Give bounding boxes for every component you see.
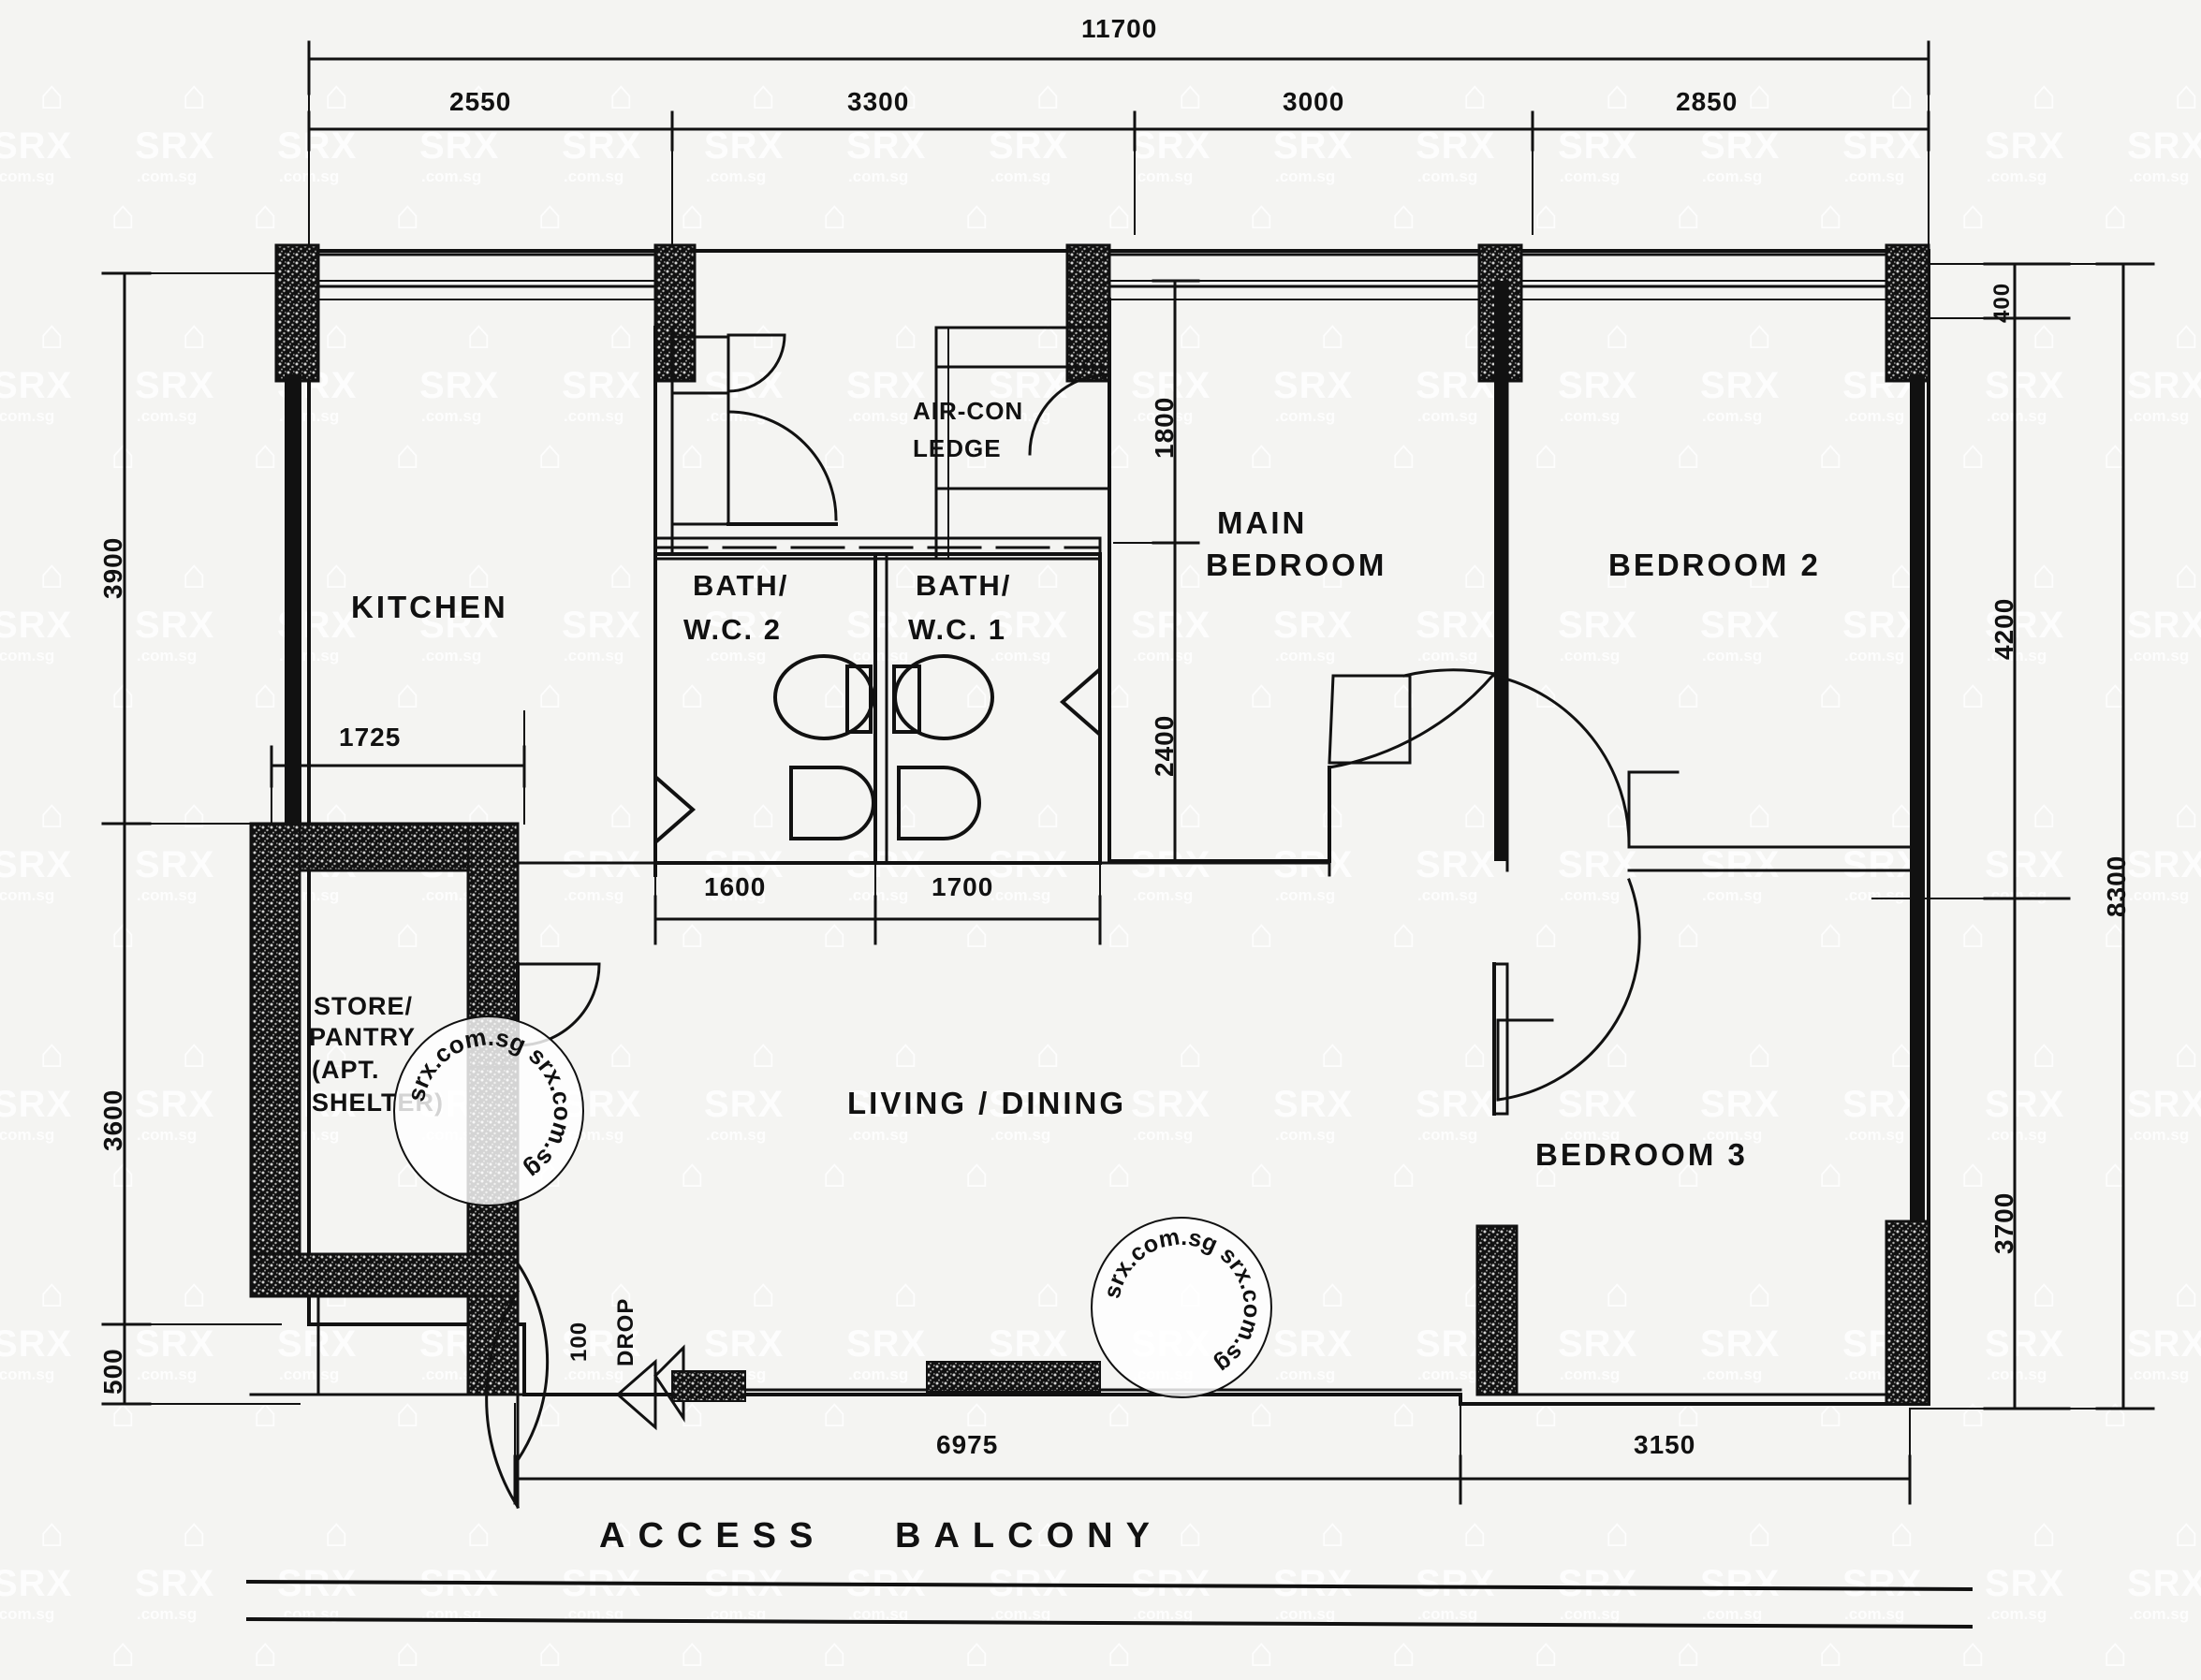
room-label-living-dining: LIVING / DINING [847,1086,1127,1120]
dim-bath-1700: 1700 [932,872,994,901]
room-label-bath-wc-1-line2: W.C. 1 [908,613,1007,646]
room-label-bath-wc-2-line1: BATH/ [693,569,789,602]
room-label-bedroom-2: BEDROOM 2 [1608,548,1821,582]
svg-text:srx.com.sg srx.com.sg: srx.com.sg srx.com.sg [1099,1223,1266,1378]
dim-kitchen-1725: 1725 [339,723,402,752]
dim-right-4200: 4200 [1989,597,2018,660]
dim-left-3600: 3600 [98,1088,127,1151]
dim-interior-1800: 1800 [1150,396,1179,459]
dim-left-3900: 3900 [98,536,127,599]
dim-right-3700: 3700 [1989,1191,2018,1254]
dim-right-8300: 8300 [2102,855,2131,917]
dim-bottom-3150: 3150 [1634,1430,1696,1459]
room-label-store-line1: STORE/ [314,992,414,1020]
dim-bottom-6975: 6975 [936,1430,999,1459]
dim-right-400: 400 [1989,282,2015,323]
dim-top-seg-1: 2550 [449,87,512,116]
room-label-store-line3: (APT. [312,1056,380,1084]
label-drop: DROP [613,1297,638,1366]
svg-text:srx.com.sg srx.com.sg: srx.com.sg srx.com.sg [402,1022,577,1184]
room-label-access-balcony: ACCESS BALCONY [599,1516,1163,1556]
dim-drop-100: 100 [566,1321,592,1362]
dim-bath-1600: 1600 [704,872,767,901]
room-label-bath-wc-2-line2: W.C. 2 [683,613,783,646]
srx-stamp-lower: srx.com.sg srx.com.sg [1091,1217,1272,1398]
room-label-aircon-line1: AIR-CON [913,397,1024,425]
dim-top-seg-3: 3000 [1283,87,1345,116]
room-label-kitchen: KITCHEN [351,590,508,624]
room-label-main-bedroom-line2: BEDROOM [1206,548,1387,582]
dim-left-500: 500 [98,1348,127,1395]
room-label-bath-wc-1-line1: BATH/ [916,569,1012,602]
room-label-main-bedroom-line1: MAIN [1217,505,1308,540]
dim-top-seg-2: 3300 [847,87,910,116]
room-label-bedroom-3: BEDROOM 3 [1535,1137,1748,1172]
room-label-aircon-line2: LEDGE [913,434,1002,462]
dim-top-seg-4: 2850 [1676,87,1739,116]
dim-interior-2400: 2400 [1150,714,1179,777]
dim-top-overall: 11700 [1081,14,1158,43]
srx-stamp-upper: srx.com.sg srx.com.sg [393,1015,584,1206]
room-label-store-line2: PANTRY [309,1023,416,1051]
